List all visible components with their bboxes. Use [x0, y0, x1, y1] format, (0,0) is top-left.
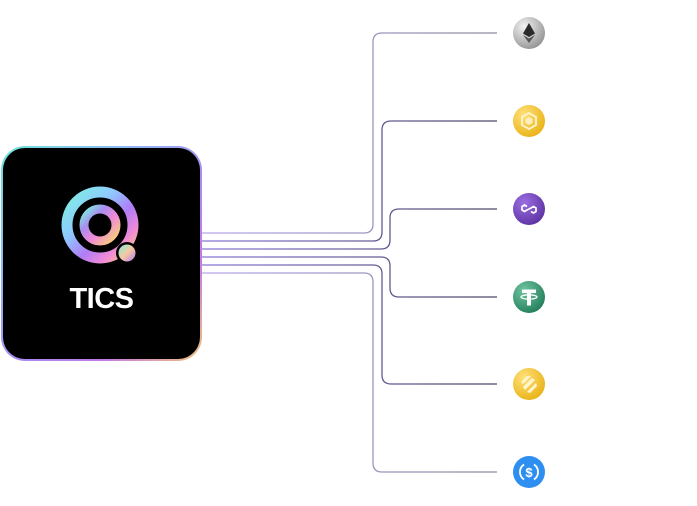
connector-tether	[202, 256, 497, 298]
stripes-token-icon	[513, 368, 545, 400]
usdc-icon: $	[513, 456, 545, 488]
connector-hexagon	[202, 120, 497, 242]
polygon-node	[513, 193, 545, 225]
tics-logo-icon	[61, 186, 139, 264]
hexagon-token-node	[513, 105, 545, 137]
connector-usdc	[202, 272, 497, 473]
ethereum-node	[513, 17, 545, 49]
svg-text:$: $	[525, 465, 533, 480]
ethereum-icon	[513, 17, 545, 49]
usdc-node: $	[513, 456, 545, 488]
connector-ethereum	[202, 32, 497, 234]
polygon-icon	[513, 193, 545, 225]
tether-icon	[513, 281, 545, 313]
connector-stripes	[202, 264, 497, 385]
connector-polygon	[202, 208, 497, 250]
hub-label: TICS	[69, 283, 134, 315]
hexagon-token-icon	[513, 105, 545, 137]
stripes-token-node	[513, 368, 545, 400]
tether-node	[513, 281, 545, 313]
tics-hub-card: TICS	[1, 146, 202, 361]
